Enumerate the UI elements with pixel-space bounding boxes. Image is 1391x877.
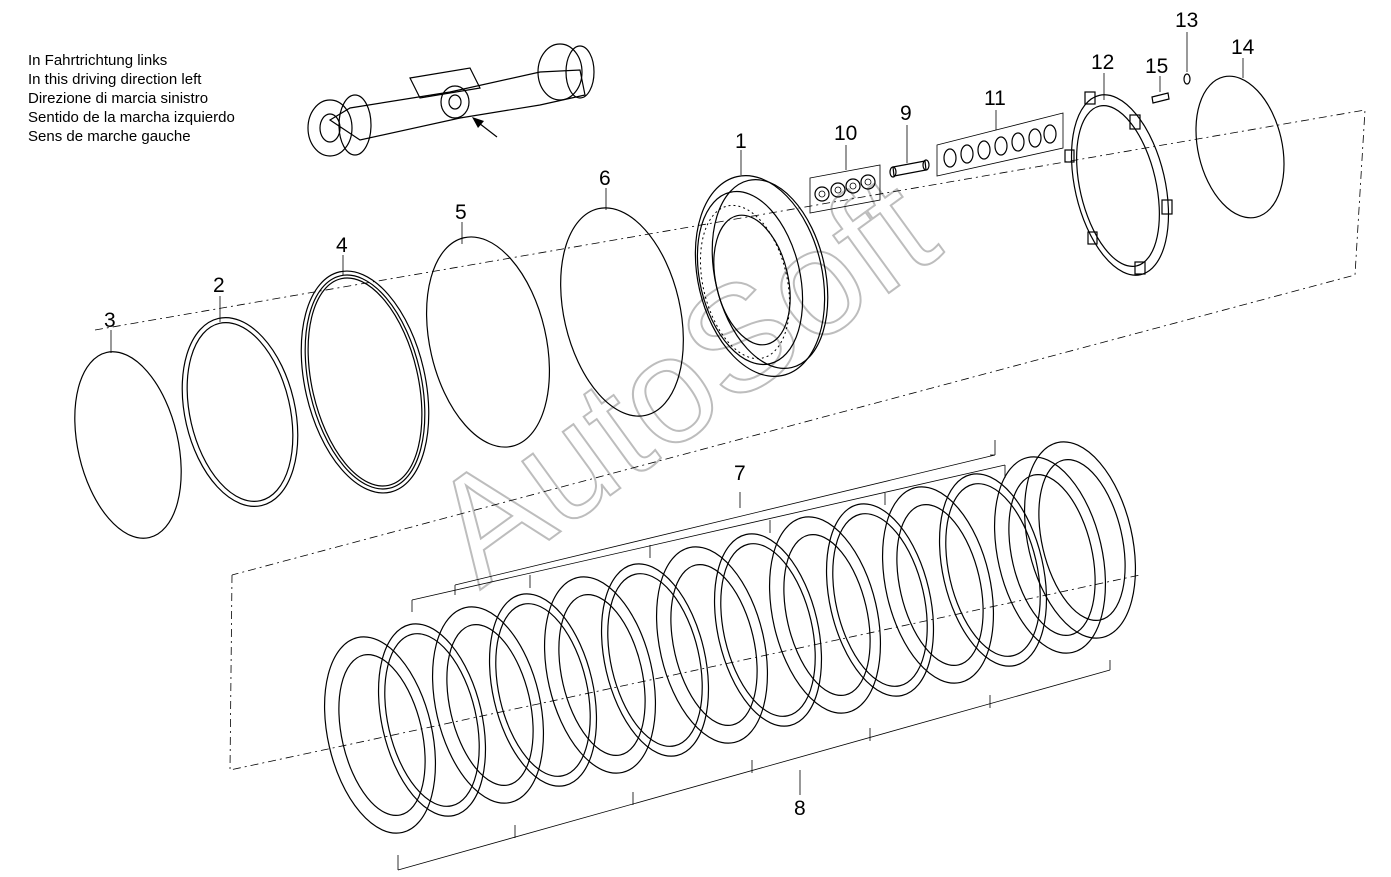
part-6-o-ring (560, 207, 684, 417)
callout-5: 5 (455, 201, 467, 224)
callout-4: 4 (336, 234, 348, 257)
callout-1: 1 (735, 130, 747, 153)
part-9-pin (889, 159, 930, 178)
part-15-dowel-pin (1151, 92, 1170, 104)
callout-10: 10 (834, 122, 857, 145)
part-3-o-ring (74, 351, 182, 539)
callout-3: 3 (104, 309, 116, 332)
part-4-seal-ring (300, 270, 430, 494)
callout-6: 6 (599, 167, 611, 190)
direction-note-line: In Fahrtrichtung links (28, 52, 167, 69)
direction-note: In Fahrtrichtung links In this driving d… (28, 52, 235, 145)
direction-note-line: In this driving direction left (28, 71, 202, 88)
direction-note-line: Sentido de la marcha izquierdo (28, 109, 235, 126)
callout-2: 2 (213, 274, 225, 297)
callout-12: 12 (1091, 51, 1114, 74)
callout-7: 7 (734, 462, 746, 485)
assembly-outline-upper (94, 109, 1366, 576)
part-11-shim-set (936, 112, 1064, 177)
part-5-o-ring (425, 236, 551, 448)
part-12-cover-plate (1064, 91, 1173, 276)
direction-note-line: Direzione di marcia sinistro (28, 90, 208, 107)
callout-14: 14 (1231, 36, 1255, 59)
axle-thumbnail (307, 43, 595, 157)
part-13-small-o-ring (1183, 73, 1191, 85)
callout-8: 8 (794, 797, 806, 820)
direction-note-line: Sens de marche gauche (28, 128, 191, 145)
friction-disc-pack (323, 441, 1137, 834)
callout-15: 15 (1145, 55, 1168, 78)
part-8-leader-bracket (397, 660, 1111, 871)
part-1-piston (694, 175, 829, 377)
part-10-washer-set (809, 164, 881, 214)
callout-11: 11 (984, 87, 1006, 110)
watermark-text: AutoSoft (400, 142, 964, 616)
part-14-snap-ring (1195, 75, 1285, 219)
callout-13: 13 (1175, 9, 1198, 32)
callout-labels: 1 2 3 4 5 6 7 8 9 10 11 12 13 14 15 (104, 9, 1255, 820)
callout-9: 9 (900, 102, 912, 125)
assembly-outline-lower (229, 574, 1141, 771)
part-2-ring (181, 317, 299, 507)
